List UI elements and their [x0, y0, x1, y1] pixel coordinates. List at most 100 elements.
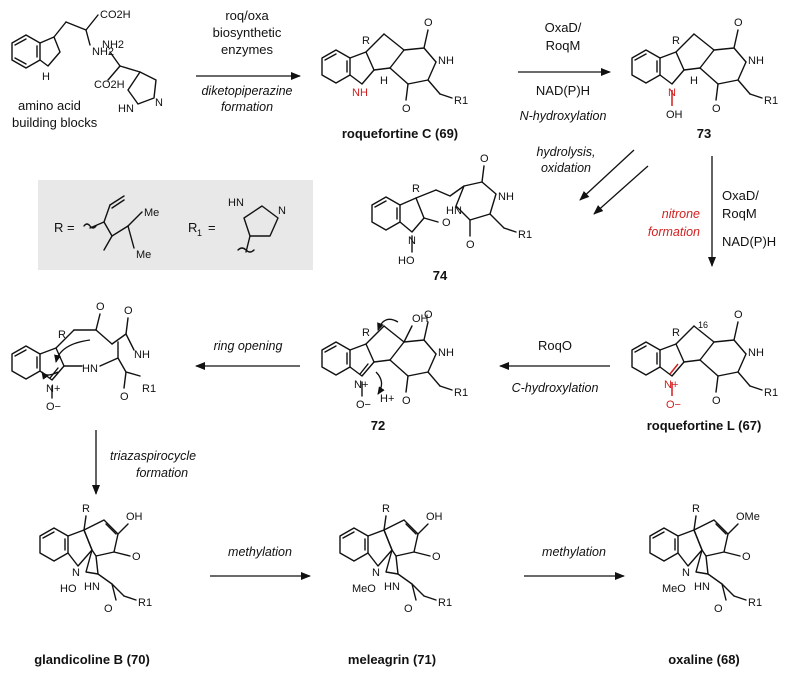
c69-h: H: [380, 75, 388, 87]
step3-condition-1: nitrone: [662, 207, 700, 221]
step1-condition-1: diketopiperazine: [201, 84, 292, 98]
structure-roquefortine-l: R 16 O NH O R1 N+ O− roquefortine L (67): [631, 309, 778, 433]
step7-condition: methylation: [228, 545, 292, 559]
c72-o2: O: [402, 395, 411, 407]
substituent-legend: R = Me Me R 1 = HN N: [38, 180, 313, 270]
step1-reagent-2: biosynthetic: [213, 25, 282, 40]
c67-n-plus: N+: [664, 379, 678, 391]
step3-reagent-1: OxaD/: [722, 188, 759, 203]
label-roquefortine-c: roquefortine C (69): [342, 126, 458, 141]
label-meleagrin: meleagrin (71): [348, 652, 436, 667]
step4-enzyme: RoqO: [538, 338, 572, 353]
legend-r1-sub: 1: [197, 228, 202, 238]
c73-r1: R1: [764, 95, 778, 107]
legend-hn: HN: [228, 197, 244, 209]
side-condition-1: hydrolysis,: [536, 145, 595, 159]
c71-n: N: [372, 567, 380, 579]
c69-indoline-nh: NH: [352, 87, 368, 99]
arrow-hydrolysis-2: [593, 165, 649, 215]
label-74: 74: [433, 268, 448, 283]
c72-nh: NH: [438, 347, 454, 359]
int-r1: R1: [142, 383, 156, 395]
label-glandicoline-b: glandicoline B (70): [34, 652, 150, 667]
c74-n: N: [408, 235, 416, 247]
c67-r: R: [672, 327, 680, 339]
c74-r: R: [412, 183, 420, 195]
label-72: 72: [371, 418, 385, 433]
c67-r1: R1: [764, 387, 778, 399]
int-r: R: [58, 329, 66, 341]
c67-o1: O: [734, 309, 743, 321]
c69-nh: NH: [438, 55, 454, 67]
legend-me-1: Me: [144, 207, 159, 219]
legend-me-2: Me: [136, 249, 151, 261]
structure-ring-opened-intermediate: R O O NH HN O R1 N+ O−: [11, 301, 156, 413]
amino-acid-building-blocks: H CO2H NH2 NH2 CO2H N HN amino acid buil…: [11, 9, 163, 130]
int-hn: HN: [82, 363, 98, 375]
trp-co2h: CO2H: [100, 9, 131, 21]
c70-o1: O: [132, 551, 141, 563]
step1-condition-2: formation: [221, 100, 273, 114]
structure-oxaline: R OMe O N MeO HN O R1 oxaline (68): [649, 503, 762, 667]
c67-position-16: 16: [698, 320, 708, 330]
c69-o2: O: [402, 103, 411, 115]
step1-reagent-3: enzymes: [221, 42, 274, 57]
int-o1: O: [96, 301, 105, 313]
c72-r1: R1: [454, 387, 468, 399]
step3-cofactor: NAD(P)H: [722, 234, 776, 249]
c70-r: R: [82, 503, 90, 515]
c73-n: N: [668, 87, 676, 99]
side-condition-2: oxidation: [541, 161, 591, 175]
c70-o2: O: [104, 603, 113, 615]
c73-o2: O: [712, 103, 721, 115]
c74-ho: HO: [398, 255, 415, 267]
c74-r1: R1: [518, 229, 532, 241]
c71-meo: MeO: [352, 583, 376, 595]
step6-condition-2: formation: [136, 466, 188, 480]
c71-hn: HN: [384, 581, 400, 593]
step1-reagent-1: roq/oxa: [225, 8, 269, 23]
aa-label-2: building blocks: [12, 115, 98, 130]
c72-oh: OH: [412, 313, 429, 325]
c74-o2: O: [480, 153, 489, 165]
c69-r: R: [362, 35, 370, 47]
c68-r: R: [692, 503, 700, 515]
c74-hn: HN: [446, 205, 462, 217]
c68-r1: R1: [748, 597, 762, 609]
structure-meleagrin: R OH O N MeO HN O R1 meleagrin (71): [339, 503, 452, 667]
int-o3: O: [120, 391, 129, 403]
c74-o3: O: [466, 239, 475, 251]
c68-n: N: [682, 567, 690, 579]
step8-condition: methylation: [542, 545, 606, 559]
c74-o1: O: [442, 217, 451, 229]
c72-r: R: [362, 327, 370, 339]
structure-74: R O N HO O NH HN O R1 74: [371, 153, 532, 283]
c67-o-minus: O−: [666, 399, 681, 411]
label-73: 73: [697, 126, 711, 141]
c70-hn: HN: [84, 581, 100, 593]
step3-condition-2: formation: [648, 225, 700, 239]
trp-nh: H: [42, 71, 50, 83]
c71-o1: O: [432, 551, 441, 563]
c68-hn: HN: [694, 581, 710, 593]
structure-72: R OH O NH O R1 N+ O− H+ 72: [321, 309, 468, 433]
c68-o1: O: [742, 551, 751, 563]
his-nh2: NH2: [102, 39, 124, 51]
c68-meo: MeO: [662, 583, 686, 595]
step2-cofactor: NAD(P)H: [536, 83, 590, 98]
step2-condition: N-hydroxylation: [520, 109, 607, 123]
aa-label-1: amino acid: [18, 98, 81, 113]
step2-reagent-1: OxaD/: [545, 20, 582, 35]
legend-r-label: R =: [54, 220, 75, 235]
c74-nh: NH: [498, 191, 514, 203]
structure-73: R O NH O R1 N OH H 73: [631, 17, 778, 141]
c73-o1: O: [734, 17, 743, 29]
his-co2h: CO2H: [94, 79, 125, 91]
c68-o2: O: [714, 603, 723, 615]
trp-nh2: NH2: [92, 46, 114, 58]
legend-n: N: [278, 205, 286, 217]
int-o-minus: O−: [46, 401, 61, 413]
c70-oh: OH: [126, 511, 143, 523]
step3-reagent-2: RoqM: [722, 206, 757, 221]
c72-n-plus: N+: [354, 379, 368, 391]
